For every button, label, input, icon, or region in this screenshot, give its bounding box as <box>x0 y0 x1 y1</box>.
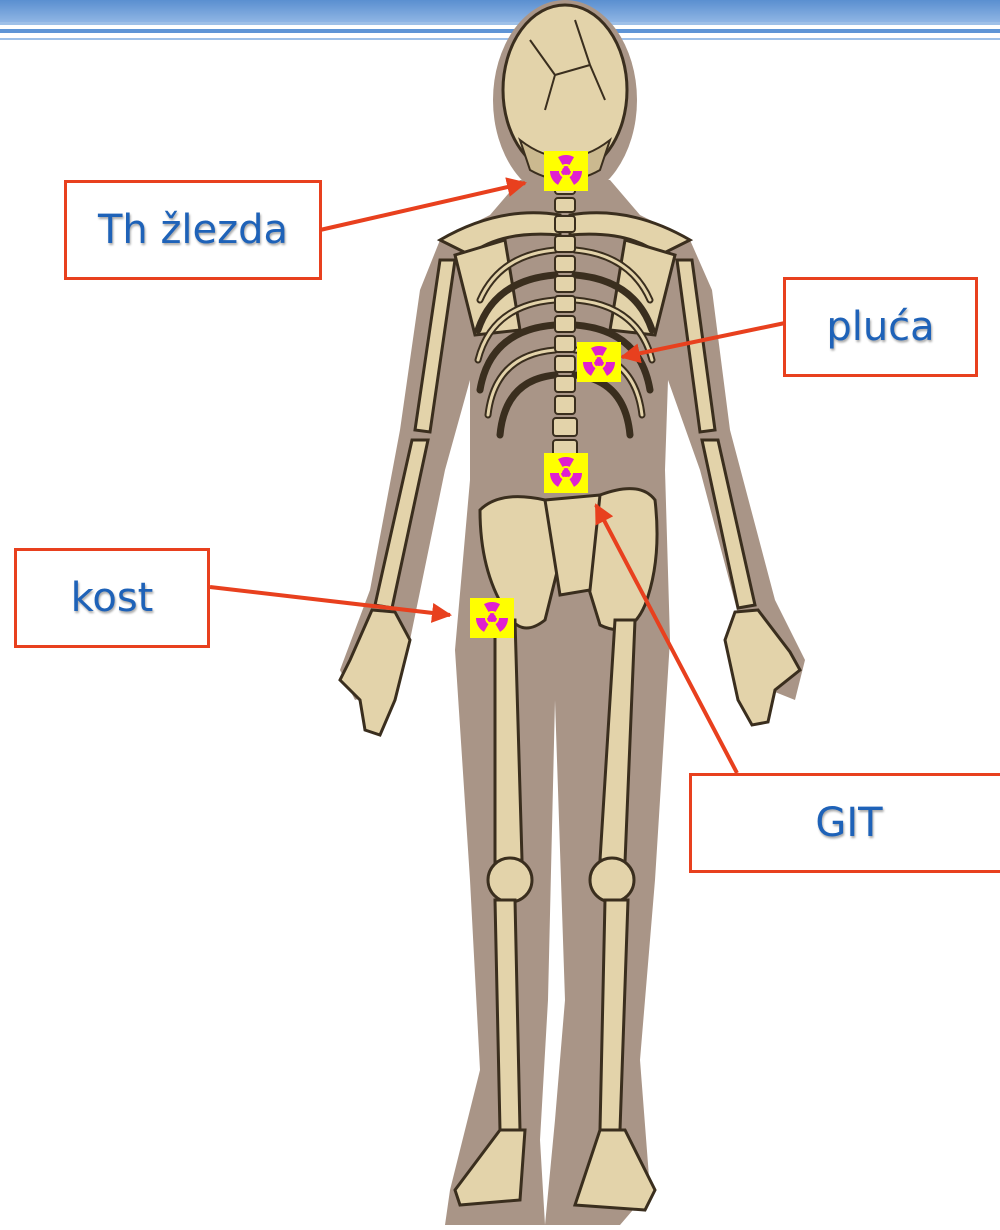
radiation-hazard-icon <box>470 597 514 638</box>
label-lungs: pluća <box>783 277 978 377</box>
label-thyroid: Th žlezda <box>64 180 322 280</box>
spine <box>553 180 577 482</box>
label-thyroid-text: Th žlezda <box>98 207 288 253</box>
label-bone: kost <box>14 548 210 648</box>
label-git-text: GIT <box>815 800 882 846</box>
label-bone-text: kost <box>71 575 154 621</box>
radiation-hazard-icon <box>577 341 621 382</box>
radiation-hazard-icon <box>544 452 588 493</box>
label-git: GIT <box>689 773 1000 873</box>
label-lungs-text: pluća <box>826 304 934 350</box>
radiation-hazard-icon <box>544 150 588 191</box>
